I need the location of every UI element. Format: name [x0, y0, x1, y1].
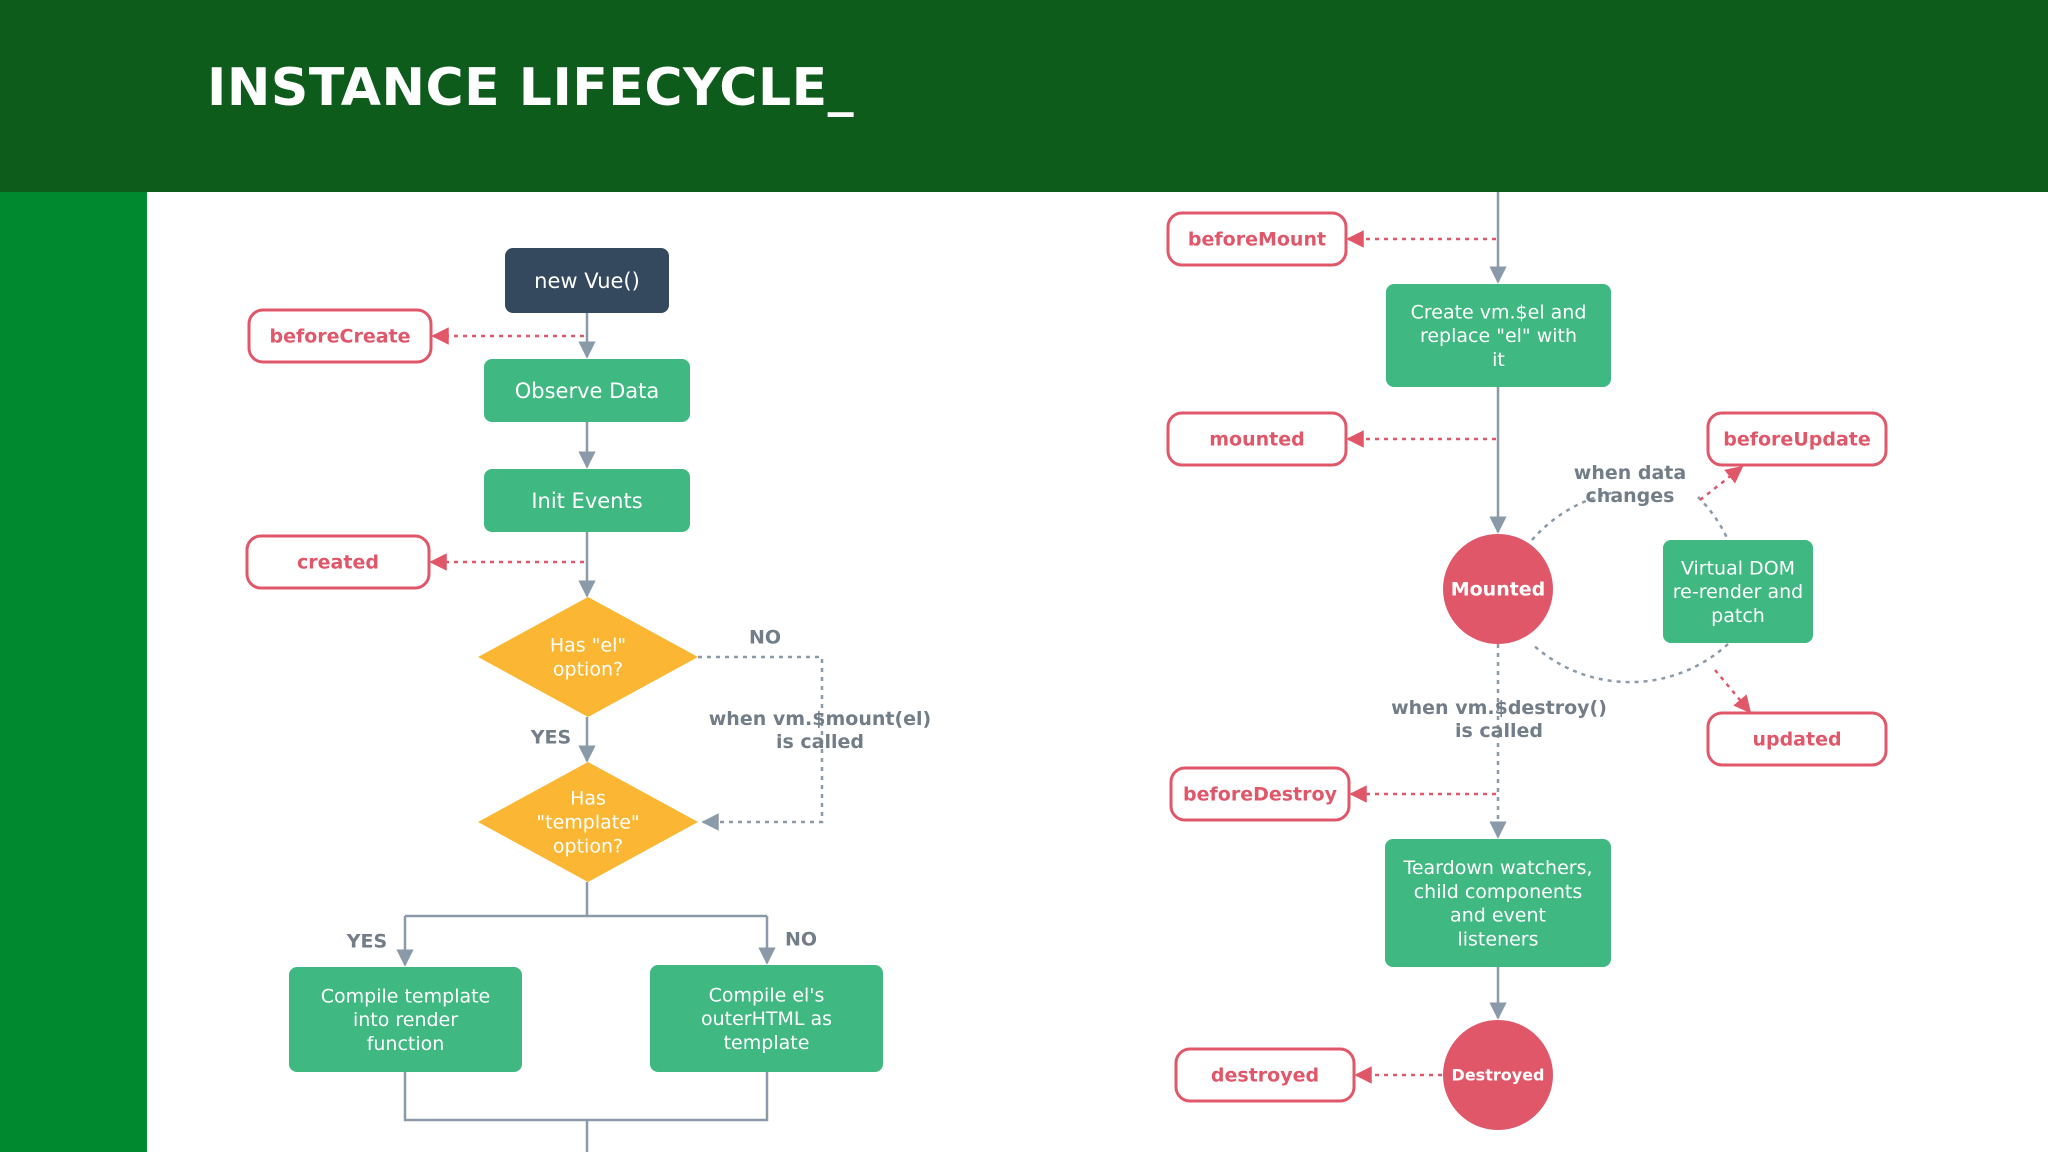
- hook-updated-label: updated: [1752, 729, 1841, 751]
- has-el-diamond: [478, 597, 698, 717]
- label-no-el: NO: [749, 627, 781, 649]
- observe-data-box: [484, 359, 690, 422]
- hook-before-update-label: beforeUpdate: [1723, 429, 1870, 451]
- hook-destroyed-label: destroyed: [1211, 1065, 1319, 1087]
- label-yes-el: YES: [530, 727, 571, 749]
- mounted-circle: [1443, 534, 1553, 644]
- label-yes-template: YES: [346, 931, 387, 953]
- hook-before-mount-label: beforeMount: [1188, 229, 1326, 251]
- virtual-dom-box: [1663, 540, 1813, 643]
- header-bar: INSTANCE LIFECYCLE_: [0, 0, 2048, 192]
- edge-hastemplate-split: [405, 882, 767, 918]
- destroyed-circle: [1443, 1020, 1553, 1130]
- mounted-circle-label: Mounted: [1451, 579, 1546, 601]
- hook-before-destroy-label: beforeDestroy: [1183, 784, 1338, 806]
- hook-destroyed: [1174, 1047, 1356, 1103]
- connectors: [396, 192, 1752, 1152]
- hook-before-update: [1706, 411, 1888, 467]
- hook-before-create: [247, 308, 433, 364]
- hook-created-label: created: [297, 552, 379, 574]
- hook-before-destroy: [1169, 766, 1351, 822]
- has-el-diamond-label: Has "el"option?: [550, 635, 626, 681]
- init-events-box: [484, 469, 690, 532]
- label-when-mount: when vm.$mount(el)is called: [709, 708, 931, 753]
- has-template-diamond-label: Has"template"option?: [536, 788, 639, 858]
- compile-template-box: [289, 967, 522, 1072]
- label-when-destroy: when vm.$destroy()is called: [1391, 697, 1607, 742]
- create-el-box: [1386, 284, 1611, 387]
- hook-before-create-label: beforeCreate: [269, 326, 410, 348]
- destroyed-circle-label: Destroyed: [1452, 1066, 1545, 1085]
- teardown-box: [1385, 839, 1611, 967]
- new-vue-box: [505, 248, 669, 313]
- has-template-diamond: [478, 762, 698, 882]
- new-vue-box-label: new Vue(): [534, 269, 640, 293]
- label-no-template: NO: [785, 929, 817, 951]
- init-events-box-label: Init Events: [531, 489, 642, 513]
- hook-created: [245, 534, 431, 590]
- edge-to-updated: [1714, 669, 1752, 714]
- compile-el-box: [650, 965, 883, 1072]
- hook-before-mount: [1166, 211, 1348, 267]
- edge-compile-join: [403, 1072, 769, 1152]
- edge-to-before-update: [1699, 465, 1744, 501]
- page-title: INSTANCE LIFECYCLE_: [207, 58, 855, 118]
- hook-updated: [1706, 711, 1888, 767]
- observe-data-box-label: Observe Data: [515, 379, 660, 403]
- hook-mounted: [1166, 411, 1348, 467]
- sidebar-accent-strip: [0, 192, 147, 1152]
- hook-mounted-label: mounted: [1209, 429, 1304, 451]
